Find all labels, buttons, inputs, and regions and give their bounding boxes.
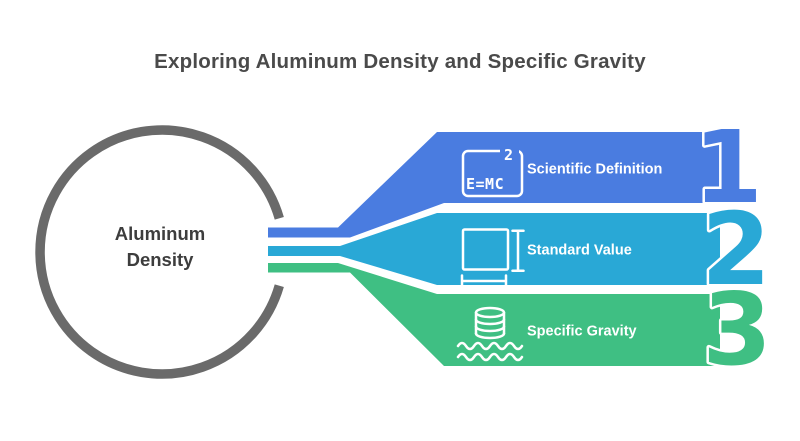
density-float-icon: [456, 306, 524, 362]
formula-exponent-text: 2: [504, 146, 513, 164]
formula-exponent-backing: [500, 140, 519, 162]
banner-1-number: 1: [693, 109, 763, 226]
dimensions-icon: [460, 228, 525, 288]
banner-2-ribbon: [268, 213, 720, 285]
circle-label-line1: Aluminum: [115, 223, 205, 244]
banner-1-label: Scientific Definition: [527, 162, 662, 178]
circle-label-line2: Density: [127, 249, 195, 270]
formula-emc2-icon: E=MC 2: [461, 140, 524, 198]
banner-2-label: Standard Value: [527, 243, 632, 259]
banner-3-ribbon: [268, 263, 720, 366]
circle-ring: [35, 125, 284, 379]
page-title: Exploring Aluminum Density and Specific …: [154, 50, 646, 73]
formula-base-text: E=MC: [466, 175, 504, 193]
banner-1-ribbon: [268, 132, 720, 238]
banner-2-number: 2: [701, 191, 771, 308]
banner-3-number: 3: [702, 271, 772, 388]
banner-3-label: Specific Gravity: [527, 324, 637, 340]
